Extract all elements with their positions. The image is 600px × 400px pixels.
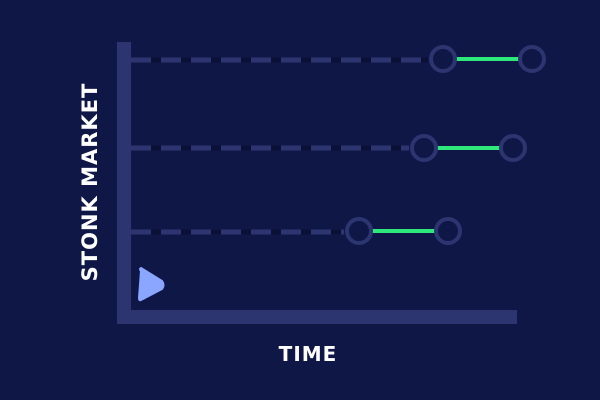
end-node — [434, 217, 462, 245]
timeline-row-1 — [131, 45, 546, 73]
start-node — [410, 134, 438, 162]
x-axis-label: TIME — [279, 342, 338, 366]
x-axis — [117, 310, 517, 324]
y-axis-label: STONK MARKET — [78, 83, 102, 282]
end-node — [518, 45, 546, 73]
timeline-row-2 — [131, 134, 527, 162]
play-icon[interactable] — [138, 267, 165, 302]
start-node — [429, 45, 457, 73]
timeline-row-3 — [131, 217, 462, 245]
start-node — [345, 217, 373, 245]
end-node — [499, 134, 527, 162]
y-axis — [117, 42, 131, 324]
